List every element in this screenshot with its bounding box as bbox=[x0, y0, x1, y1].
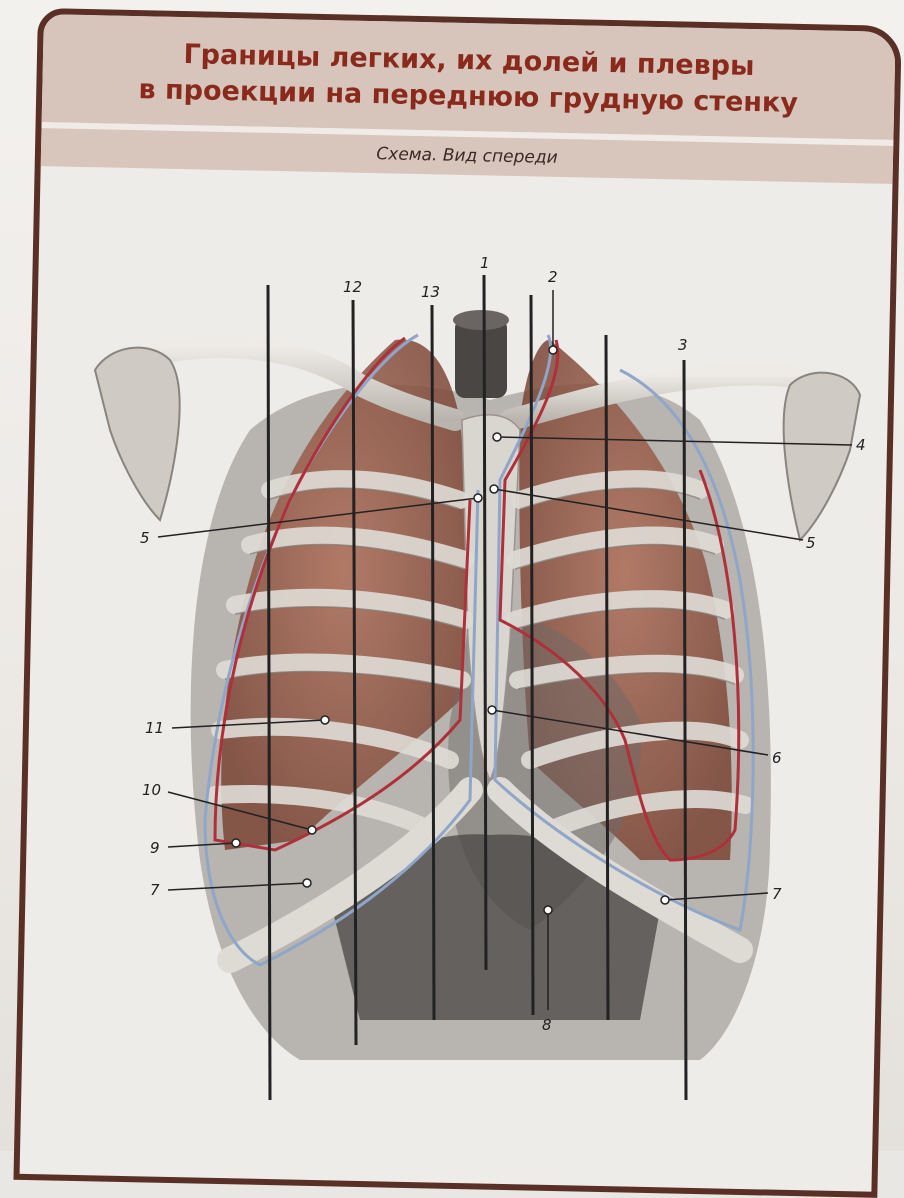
dot-9 bbox=[232, 839, 240, 847]
reference-line-2-inner bbox=[606, 335, 608, 1020]
thorax-illustration: 1 2 3 4 5 5 6 7 7 8 9 10 11 12 13 bbox=[0, 0, 904, 1151]
dot-10 bbox=[308, 826, 316, 834]
left-shoulder bbox=[784, 373, 860, 540]
label-9: 9 bbox=[150, 839, 160, 857]
dot-6 bbox=[488, 706, 496, 714]
reference-line-8 bbox=[531, 295, 533, 1015]
label-11: 11 bbox=[145, 719, 164, 737]
reference-line-12-left-outer bbox=[268, 285, 270, 1100]
label-13: 13 bbox=[421, 283, 440, 301]
label-4: 4 bbox=[856, 436, 866, 454]
dot-7-right bbox=[661, 896, 669, 904]
dot-5-left bbox=[474, 494, 482, 502]
label-2: 2 bbox=[548, 268, 558, 286]
reference-line-13 bbox=[432, 305, 434, 1020]
label-7-left: 7 bbox=[150, 881, 160, 899]
right-shoulder bbox=[95, 348, 180, 520]
dot-4 bbox=[493, 433, 501, 441]
label-8: 8 bbox=[542, 1016, 552, 1034]
label-10: 10 bbox=[142, 781, 161, 799]
label-5-left: 5 bbox=[140, 529, 150, 547]
label-1: 1 bbox=[480, 254, 490, 272]
label-5-right: 5 bbox=[806, 534, 816, 552]
dot-8 bbox=[544, 906, 552, 914]
dot-11 bbox=[321, 716, 329, 724]
reference-line-1 bbox=[484, 275, 486, 970]
dot-7-left bbox=[303, 879, 311, 887]
trachea-opening bbox=[453, 310, 509, 330]
label-7-right: 7 bbox=[772, 885, 782, 903]
label-6: 6 bbox=[772, 749, 782, 767]
dot-2 bbox=[549, 346, 557, 354]
label-3: 3 bbox=[678, 336, 688, 354]
label-12: 12 bbox=[343, 278, 362, 296]
reference-line-3 bbox=[684, 360, 686, 1100]
dot-5-right bbox=[490, 485, 498, 493]
